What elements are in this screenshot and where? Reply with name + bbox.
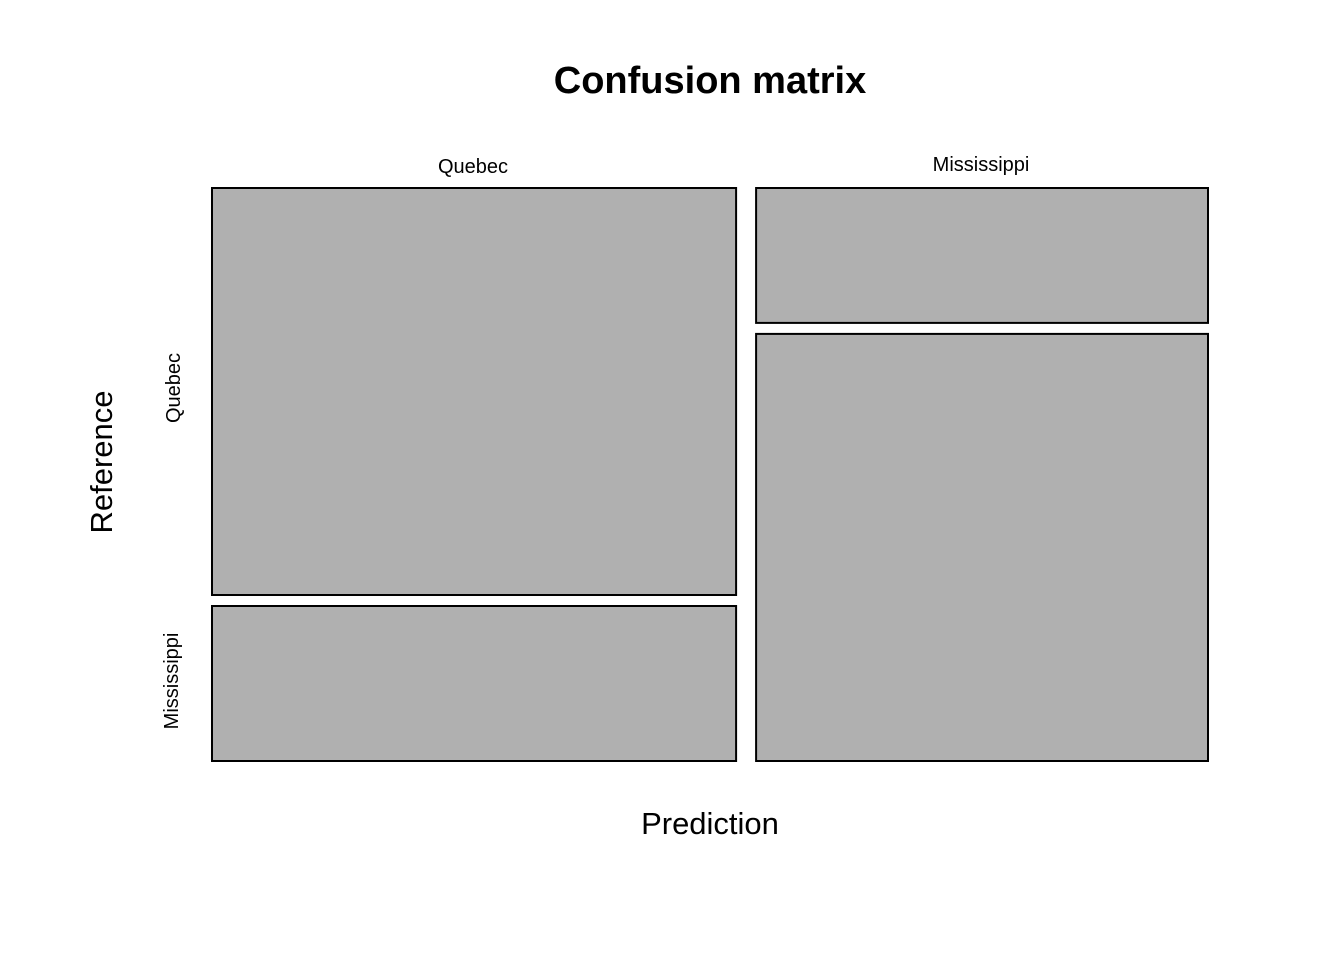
cell-pred-mississippi-ref-quebec	[755, 187, 1209, 324]
y-tick-label-mississippi: Mississippi	[161, 633, 183, 730]
mosaic-cells	[211, 187, 1209, 762]
cell-pred-quebec-ref-quebec	[211, 187, 738, 596]
x-tick-label-mississippi: Mississippi	[933, 154, 1030, 176]
cell-pred-quebec-ref-mississippi	[211, 605, 738, 762]
y-tick-label-quebec: Quebec	[163, 353, 185, 423]
x-axis-label: Prediction	[641, 806, 779, 841]
x-tick-label-quebec: Quebec	[438, 156, 508, 178]
cell-pred-mississippi-ref-mississippi	[755, 332, 1209, 762]
y-axis-label: Reference	[84, 390, 119, 533]
chart-title: Confusion matrix	[554, 60, 866, 102]
